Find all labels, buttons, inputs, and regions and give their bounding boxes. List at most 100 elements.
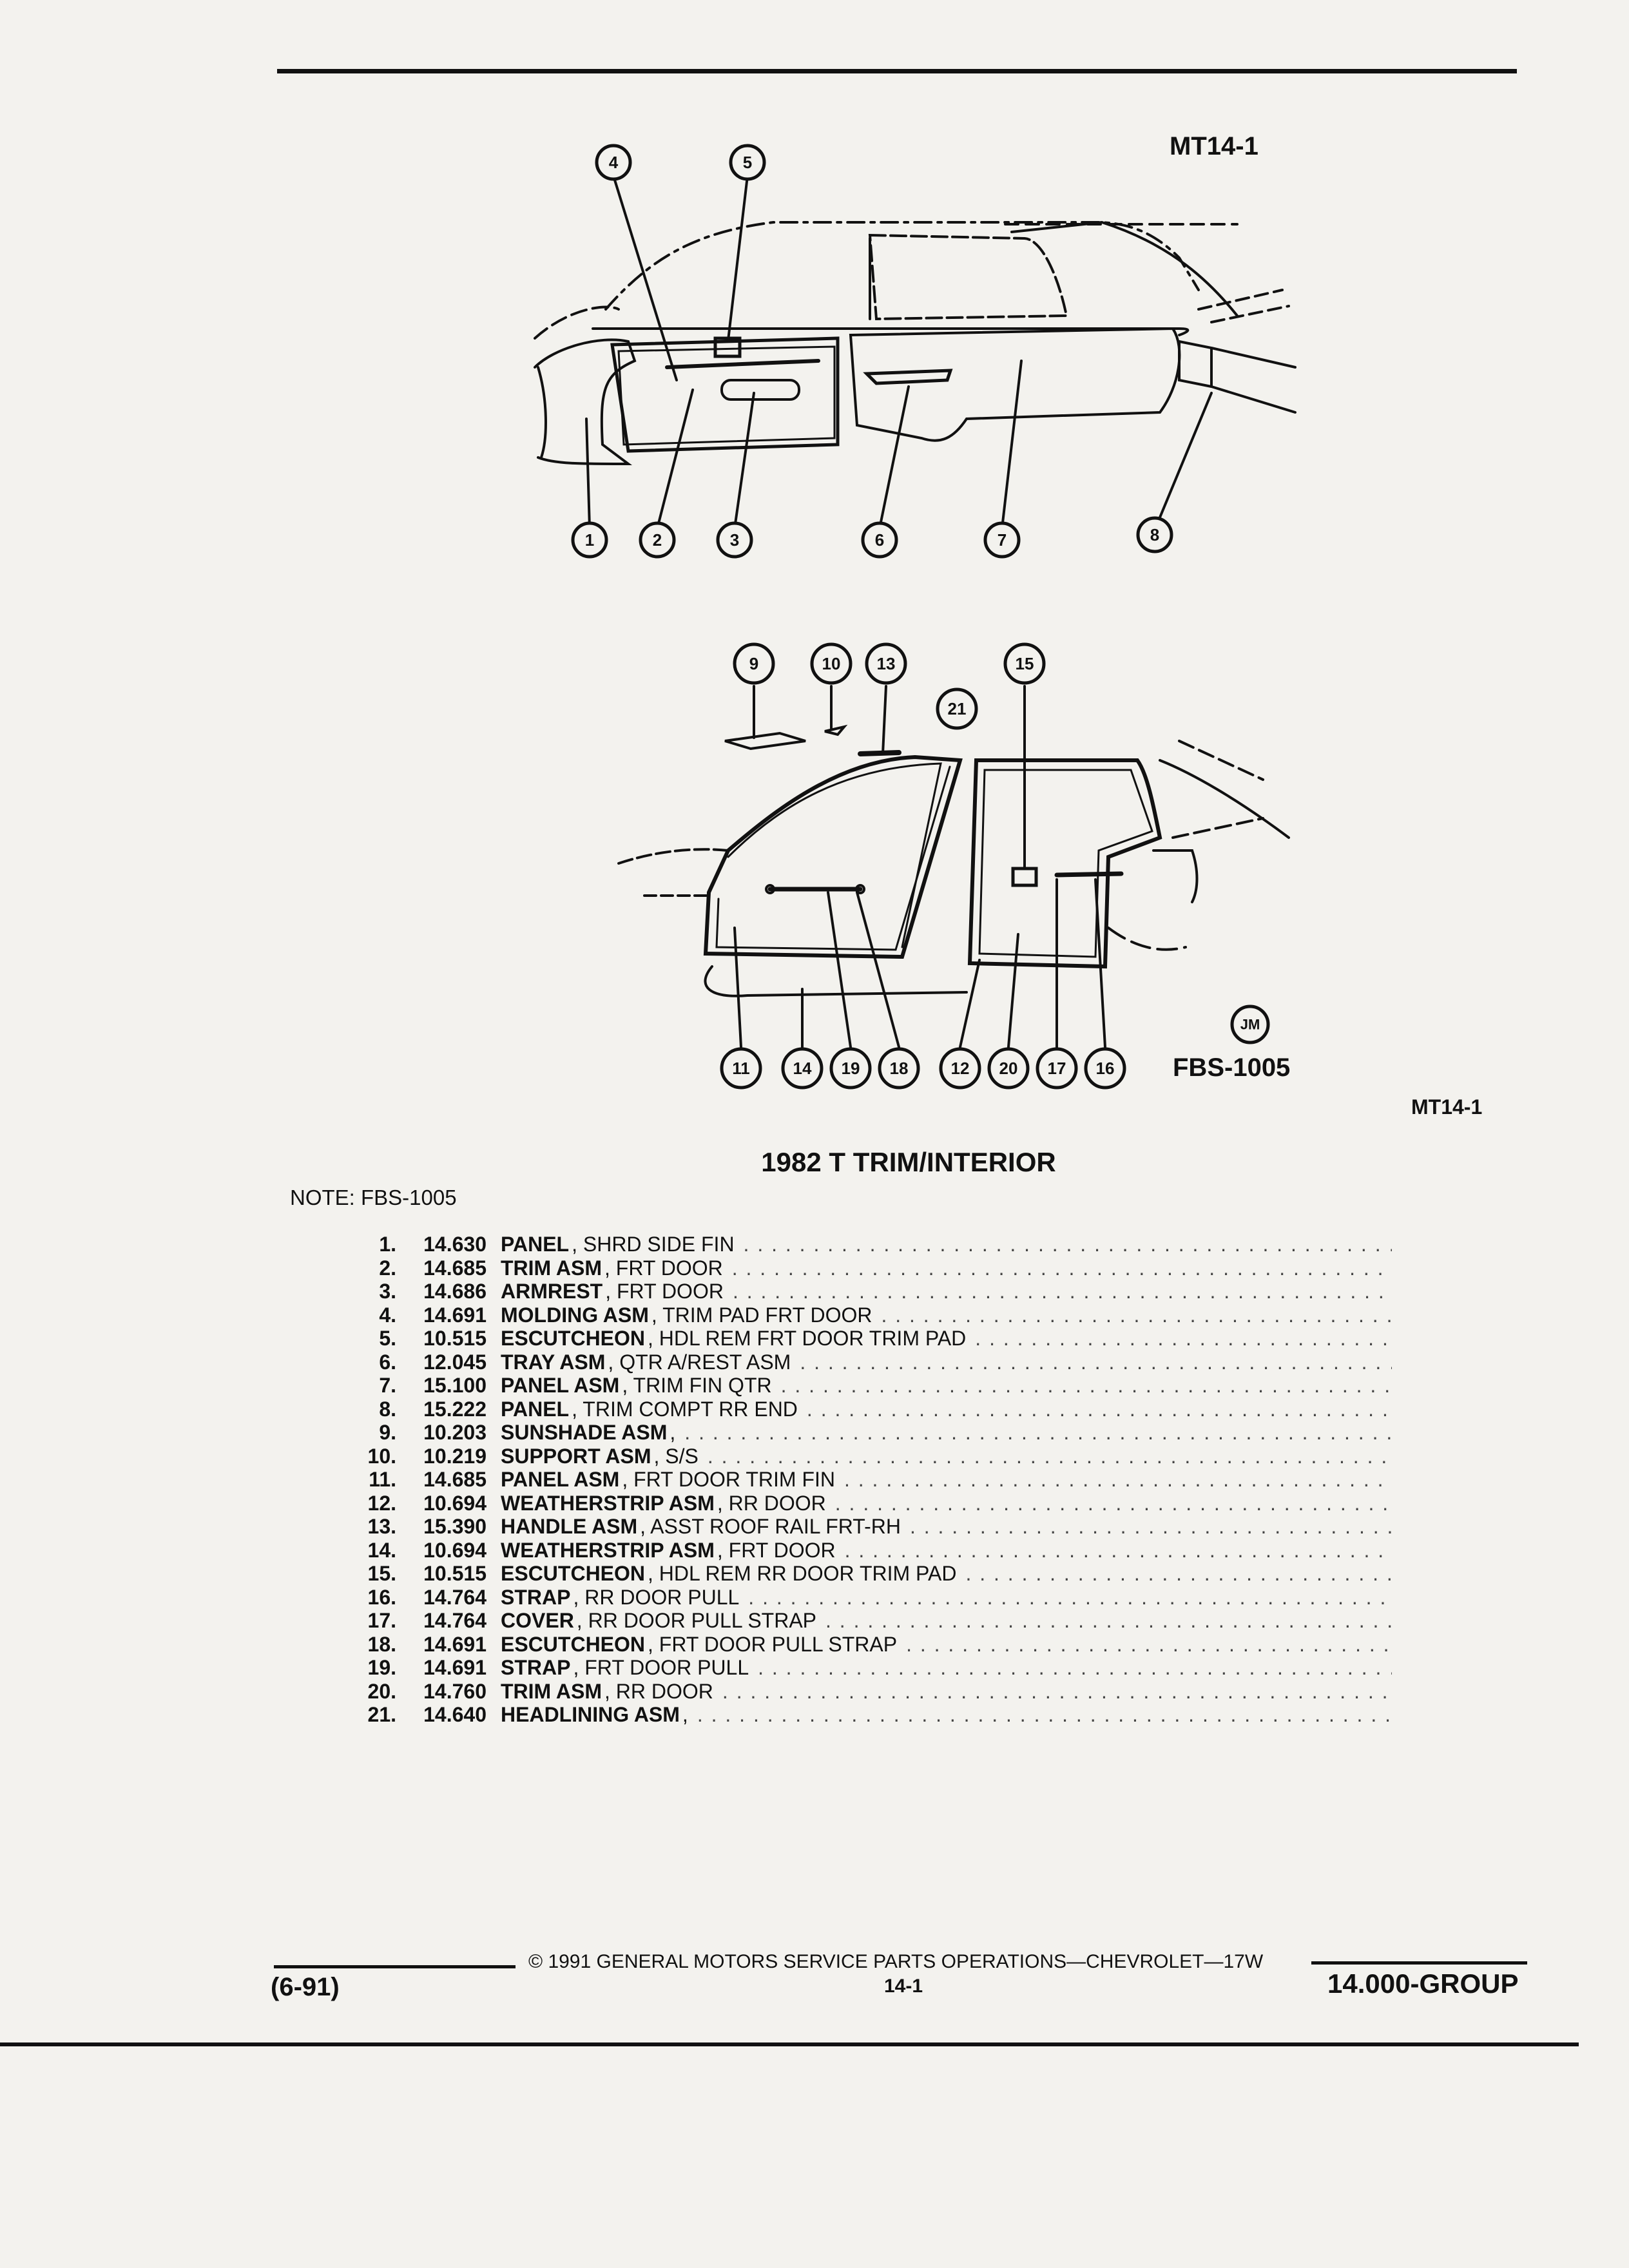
part-number: 8.: [379, 1397, 396, 1421]
callout-19: [829, 1047, 872, 1090]
part-code: 10.694: [423, 1491, 487, 1515]
part-number: 12.: [367, 1491, 396, 1515]
callout-21: [936, 687, 978, 730]
callout-label-5: 5: [743, 153, 752, 172]
part-code: 15.390: [423, 1515, 487, 1538]
leader-dots: [965, 1562, 1392, 1586]
part-name: TRIM ASM: [501, 1679, 602, 1703]
callout-9: [733, 642, 775, 685]
part-code: 12.045: [423, 1350, 487, 1374]
figure-ref-code: FBS-1005: [1173, 1053, 1291, 1082]
callout-label-17: 17: [1048, 1059, 1066, 1078]
part-code: 14.764: [423, 1609, 487, 1632]
part-description: , S/S: [653, 1444, 699, 1468]
part-number: 13.: [367, 1515, 396, 1538]
part-number: 17.: [367, 1609, 396, 1632]
part-number: 14.: [367, 1538, 396, 1562]
part-code: 10.219: [423, 1444, 487, 1468]
part-number: 7.: [379, 1374, 396, 1397]
part-code: 14.685: [423, 1468, 487, 1491]
callout-label-15: 15: [1016, 654, 1034, 673]
part-code: 14.686: [423, 1280, 487, 1303]
leader-dots: [807, 1398, 1392, 1421]
part-name: WEATHERSTRIP ASM: [501, 1538, 715, 1562]
part-name: ESCUTCHEON: [501, 1562, 646, 1585]
part-name: ARMREST: [501, 1280, 603, 1303]
part-description: , RR DOOR: [717, 1491, 826, 1515]
callout-14: [781, 1047, 824, 1090]
leader-dots: [800, 1350, 1392, 1374]
fender-outline: [534, 338, 637, 466]
callout-label-14: 14: [793, 1059, 812, 1078]
callout-label-7: 7: [998, 530, 1007, 550]
callout-label-16: 16: [1096, 1059, 1115, 1078]
callout-17: [1036, 1047, 1078, 1090]
callout-1: [571, 521, 608, 559]
callout-label-18: 18: [890, 1059, 909, 1078]
callout-10: [810, 642, 853, 685]
callout-label-10: 10: [822, 654, 841, 673]
ref-badge-label: JM: [1240, 1017, 1260, 1033]
figure-code-top: MT14-1: [1170, 132, 1258, 160]
leader-dots: [684, 1421, 1392, 1445]
part-code: 14.691: [423, 1656, 487, 1679]
part-code: 15.100: [423, 1374, 487, 1397]
front-door-frame: [703, 754, 963, 959]
callout-label-9: 9: [749, 654, 758, 673]
part-description: , TRIM FIN QTR: [622, 1374, 772, 1397]
part-code: 14.691: [423, 1303, 487, 1327]
part-description: , HDL REM FRT DOOR TRIM PAD: [648, 1327, 967, 1350]
leader-dots: [722, 1680, 1392, 1704]
part-description: , RR DOOR PULL STRAP: [576, 1609, 817, 1632]
leader-dots: [906, 1633, 1392, 1657]
part-number: 15.: [367, 1562, 396, 1585]
part-name: PANEL ASM: [501, 1374, 620, 1397]
sunshade-support: [824, 724, 848, 736]
part-number: 11.: [369, 1468, 396, 1491]
part-number: 19.: [367, 1656, 396, 1679]
part-number: 16.: [367, 1585, 396, 1609]
leader-dots: [733, 1280, 1392, 1303]
part-code: 10.203: [423, 1421, 487, 1444]
callout-13: [865, 642, 907, 685]
part-name: TRIM ASM: [501, 1256, 602, 1280]
note: NOTE: FBS-1005: [290, 1186, 457, 1209]
part-number: 3.: [379, 1280, 396, 1303]
part-code: 15.222: [423, 1397, 487, 1421]
page-title: 1982 T TRIM/INTERIOR: [761, 1147, 1056, 1177]
part-number: 21.: [367, 1703, 396, 1726]
callout-3: [716, 521, 753, 559]
part-name: ESCUTCHEON: [501, 1632, 646, 1656]
rear-pull-strap: [1054, 871, 1124, 878]
leader-dots: [708, 1445, 1392, 1468]
part-number: 2.: [379, 1256, 396, 1280]
sunshade: [724, 731, 806, 751]
part-number: 9.: [379, 1421, 396, 1444]
part-description: , FRT DOOR PULL STRAP: [648, 1632, 898, 1656]
part-description: , TRIM PAD FRT DOOR: [651, 1303, 872, 1327]
part-description: , QTR A/REST ASM: [608, 1350, 791, 1374]
callout-label-8: 8: [1150, 525, 1159, 544]
part-number: 18.: [367, 1632, 396, 1656]
part-number: 6.: [379, 1350, 396, 1374]
part-name: HEADLINING ASM: [501, 1703, 680, 1726]
part-code: 14.691: [423, 1632, 487, 1656]
callout-label-6: 6: [875, 530, 884, 550]
part-name: ESCUTCHEON: [501, 1327, 646, 1350]
part-code: 14.764: [423, 1585, 487, 1609]
leader-dots: [732, 1256, 1392, 1280]
part-description: , HDL REM RR DOOR TRIM PAD: [648, 1562, 957, 1585]
callout-8: [1136, 516, 1173, 553]
